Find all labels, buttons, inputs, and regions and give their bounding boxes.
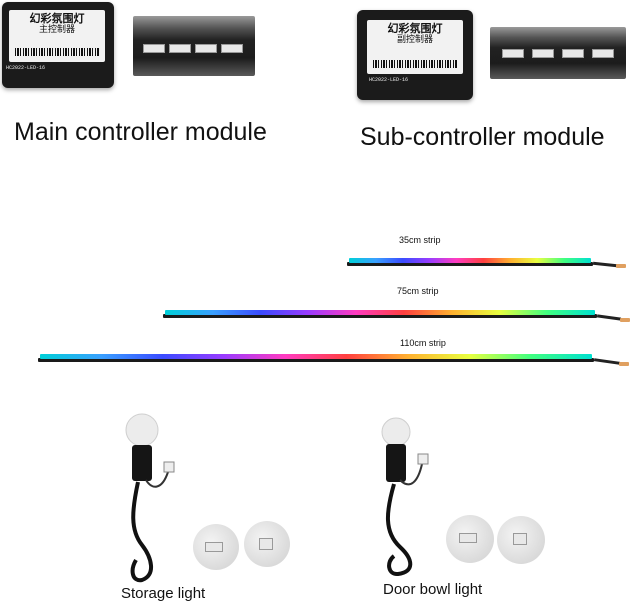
door-bowl-light-plug bbox=[417, 453, 429, 465]
main-controller-connector-photo bbox=[133, 16, 255, 76]
sub-controller-caption: Sub-controller module bbox=[360, 123, 605, 151]
strip-35cm bbox=[349, 258, 591, 263]
storage-light-cable bbox=[130, 481, 153, 583]
connector-closeup-plug bbox=[513, 533, 527, 545]
sub-model-text: HC2022-LED-16 bbox=[369, 77, 409, 83]
storage-light-module bbox=[132, 445, 152, 481]
connector-port bbox=[221, 44, 243, 53]
main-controller-label-sticker: 幻彩氛围灯 主控制器 bbox=[9, 10, 105, 62]
storage-light-connector-closeup-2 bbox=[244, 521, 290, 567]
connector-port bbox=[562, 49, 584, 58]
door-bowl-light-wires bbox=[399, 463, 423, 486]
strip-110cm-lead-tip bbox=[619, 362, 629, 366]
door-bowl-light-connector-closeup-1 bbox=[446, 515, 494, 563]
main-barcode bbox=[15, 48, 99, 56]
connector-port bbox=[143, 44, 165, 53]
sub-sticker-line1: 幻彩氛围灯 bbox=[387, 22, 443, 35]
door-bowl-light-photo bbox=[381, 417, 429, 576]
strip-75cm bbox=[165, 310, 595, 315]
strip-75cm-base bbox=[163, 314, 597, 318]
door-bowl-light-module bbox=[386, 444, 406, 482]
sub-sticker-line2: 副控制器 bbox=[396, 35, 433, 45]
sub-controller-box: 幻彩氛围灯 副控制器 HC2022-LED-16 bbox=[357, 10, 473, 100]
main-controller-caption: Main controller module bbox=[14, 118, 267, 146]
storage-light-plug bbox=[163, 461, 175, 473]
connector-closeup-plug bbox=[205, 542, 223, 552]
connector-port bbox=[592, 49, 614, 58]
connector-port bbox=[195, 44, 217, 53]
door-bowl-light-connector-closeup-2 bbox=[497, 516, 545, 564]
door-bowl-light-lens bbox=[381, 417, 411, 447]
strip-35cm-base bbox=[347, 262, 593, 266]
sub-controller-label-sticker: 幻彩氛围灯 副控制器 bbox=[367, 20, 463, 74]
strip-110cm-label: 110cm strip bbox=[400, 338, 446, 348]
connector-closeup-plug bbox=[459, 533, 477, 543]
sub-controller-connector-photo bbox=[490, 27, 626, 79]
sub-barcode bbox=[373, 60, 457, 68]
storage-light-lens bbox=[125, 413, 159, 447]
storage-light-connector-closeup-1 bbox=[193, 524, 239, 570]
connector-closeup-plug bbox=[259, 538, 273, 550]
main-sticker-line2: 主控制器 bbox=[38, 25, 75, 35]
door-bowl-light-caption: Door bowl light bbox=[383, 581, 483, 598]
door-bowl-light-cable bbox=[385, 483, 413, 576]
connector-port bbox=[502, 49, 524, 58]
strip-110cm-base bbox=[38, 358, 594, 362]
strip-35cm-lead-wire bbox=[592, 261, 618, 268]
main-controller-box: 幻彩氛围灯 主控制器 HC2022-LED-16 bbox=[2, 2, 114, 88]
storage-light-caption: Storage light bbox=[121, 585, 206, 602]
strip-75cm-lead-tip bbox=[620, 318, 630, 322]
main-model-text: HC2022-LED-16 bbox=[6, 65, 46, 71]
connector-port bbox=[169, 44, 191, 53]
connector-port bbox=[532, 49, 554, 58]
strip-35cm-lead-tip bbox=[616, 264, 626, 268]
strip-75cm-lead-wire bbox=[596, 314, 622, 321]
strip-110cm-lead-wire bbox=[593, 358, 621, 365]
strip-110cm bbox=[40, 354, 592, 359]
storage-light-wires bbox=[145, 471, 169, 488]
storage-light-photo bbox=[125, 413, 175, 583]
strip-35cm-label: 35cm strip bbox=[399, 235, 441, 245]
main-sticker-line1: 幻彩氛围灯 bbox=[29, 12, 85, 25]
strip-75cm-label: 75cm strip bbox=[397, 286, 439, 296]
